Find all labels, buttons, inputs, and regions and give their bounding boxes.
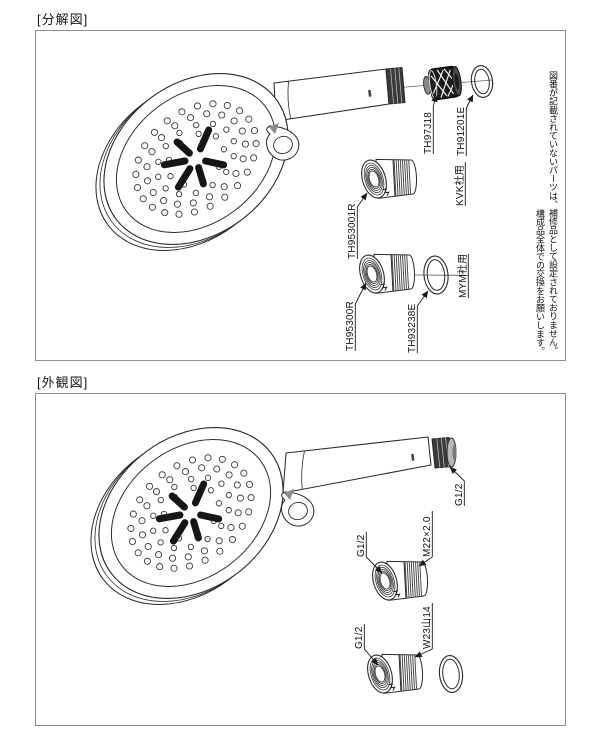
part-label-adapter-mym-leader: [354, 282, 367, 305]
shower-head: [90, 426, 284, 605]
part-label-adapter-mym: TH95300R: [345, 301, 356, 351]
spray-mode-spokes: [155, 480, 223, 545]
repair-note: 図番が記載されていないパーツは、補修品として設定されておりません。 構成品全体で…: [533, 65, 559, 355]
handle-thread: [385, 66, 406, 105]
handle: [273, 68, 390, 122]
dim-label-adapter1-inlet: G1/2: [356, 534, 367, 557]
dim-label-handle-thread-leader: [449, 466, 465, 482]
exploded-view-title: [分解図]: [37, 12, 89, 27]
dim-label-adapter2-inlet: G1/2: [354, 626, 365, 649]
label-kvk-use: KVK社用: [453, 165, 466, 206]
handle-joint-line: [287, 81, 292, 119]
dim-label-adapter1-inlet-leader: [365, 556, 383, 574]
dim-label-adapter2-outlet-leader: [414, 648, 433, 658]
exploded-view-drawing: TH97J18 TH91201E KVK社用 TH953001R TH95300R TH9…: [95, 65, 494, 353]
nozzle-pattern: [127, 454, 255, 572]
dim-label-adapter1-outlet: M22×2.0: [422, 516, 433, 557]
hook-wedge: [269, 123, 279, 134]
part-label-oring-kvk: TH91201E: [456, 106, 467, 156]
label-mym-use: MYM社用: [456, 254, 469, 298]
external-view-title: [外観図]: [37, 375, 89, 390]
part-label-oring-kvk-leader: [465, 94, 474, 109]
oring-drawing: [438, 655, 464, 693]
showerhead-external-drawing: [90, 426, 457, 605]
oring-mym-drawing: [423, 255, 449, 295]
repair-note-line2: 構成品全体での交換をお願いします。: [535, 208, 545, 355]
part-label-oring-mym-leader: [416, 290, 429, 307]
handle: [282, 436, 432, 494]
hook-wedge: [284, 489, 294, 500]
dim-label-adapter2-outlet: W23山14: [421, 606, 433, 649]
engraving-mark: [382, 188, 390, 196]
engraving-mark: [380, 283, 388, 291]
coupling-nut-drawing: [423, 65, 462, 101]
hanger-hook: [281, 491, 315, 527]
adapter2-drawing: [367, 653, 424, 694]
spray-mode-spokes: [160, 126, 228, 191]
exploded-view-frame: TH97J18 TH91201E KVK社用 TH953001R TH95300R TH9…: [35, 30, 566, 361]
adapter-mym-drawing: [359, 253, 416, 294]
shower-head: [95, 72, 289, 251]
adapter1-drawing: [372, 560, 429, 601]
dim-label-adapter1-outlet-leader: [418, 556, 433, 567]
brand-mark: [411, 453, 415, 461]
dim-label-handle-thread: G1/2: [454, 483, 465, 506]
part-label-adapter-kvk-leader: [356, 192, 368, 208]
dim-label-adapter2-inlet-leader: [363, 648, 379, 666]
part-label-adapter-kvk: TH953001R: [347, 203, 358, 259]
nozzle-pattern: [132, 100, 260, 218]
part-label-oring-mym: TH93238E: [407, 303, 418, 353]
engraving-mark: [388, 683, 396, 691]
handle-joint-line: [301, 450, 305, 490]
repair-note-line1: 図番が記載されていないパーツは、補修品として設定されておりません。: [548, 71, 558, 355]
showerhead-exploded-drawing: [95, 65, 494, 251]
part-label-nut: TH97J18: [423, 112, 434, 154]
hanger-hook: [266, 125, 300, 161]
engraving-mark: [393, 590, 401, 598]
adapter-kvk-drawing: [361, 158, 418, 199]
part-label-nut-leader: [431, 94, 438, 107]
brand-mark: [368, 89, 372, 97]
oring-kvk-drawing: [470, 65, 494, 98]
